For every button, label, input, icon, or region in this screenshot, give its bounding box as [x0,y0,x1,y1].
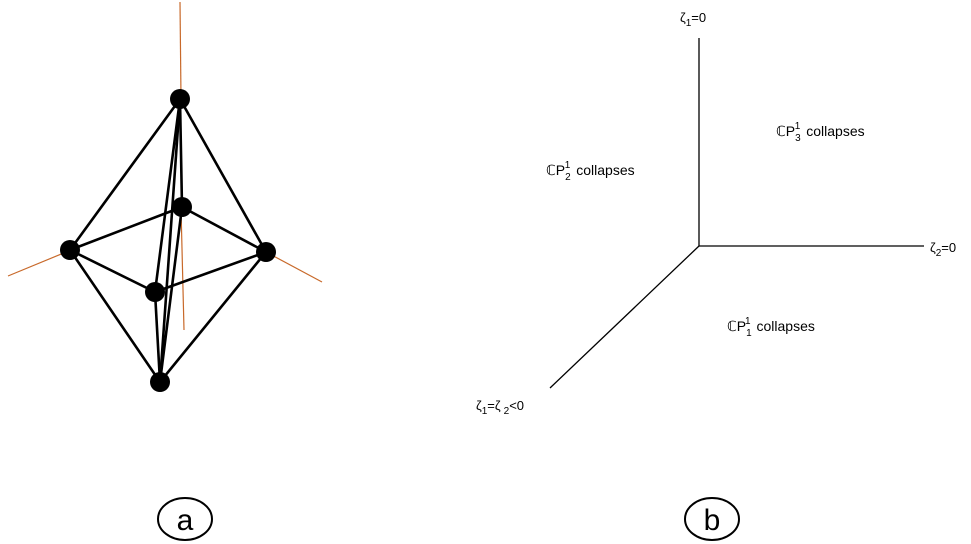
vertex-right [256,242,276,262]
vertex-front [145,282,165,302]
edge [180,205,268,254]
axis-line-right [265,251,323,283]
vertex-bottom [150,372,170,392]
edge [68,248,162,384]
panel-a-label: a [177,504,194,537]
edge [158,205,184,384]
axis-line-vertical-center [180,207,185,331]
edge [178,97,268,254]
vertex-left [60,240,80,260]
edge [158,97,182,384]
panel-b-label: b [704,504,721,537]
edge [68,205,184,252]
edge [153,290,162,384]
vertex-top [170,89,190,109]
edge [178,97,184,209]
panel-b-label-ring [684,497,740,541]
vertex-back [172,197,192,217]
edge [158,250,268,384]
axis-line-left [7,249,72,277]
panel-a-octahedron: a [7,1,323,541]
axis-diagonal [549,245,700,389]
axis-line-vertical-top [179,1,182,99]
edge [68,248,157,294]
edge [153,250,268,294]
axis-up-label: ζ1=0 [680,10,706,29]
edge [153,97,182,294]
panel-a-label-ring [157,497,213,541]
edge [68,97,182,252]
octahedron-vertices [60,89,276,392]
axis-right-label: ζ2=0 [930,240,956,259]
octahedron-edges [68,97,268,384]
